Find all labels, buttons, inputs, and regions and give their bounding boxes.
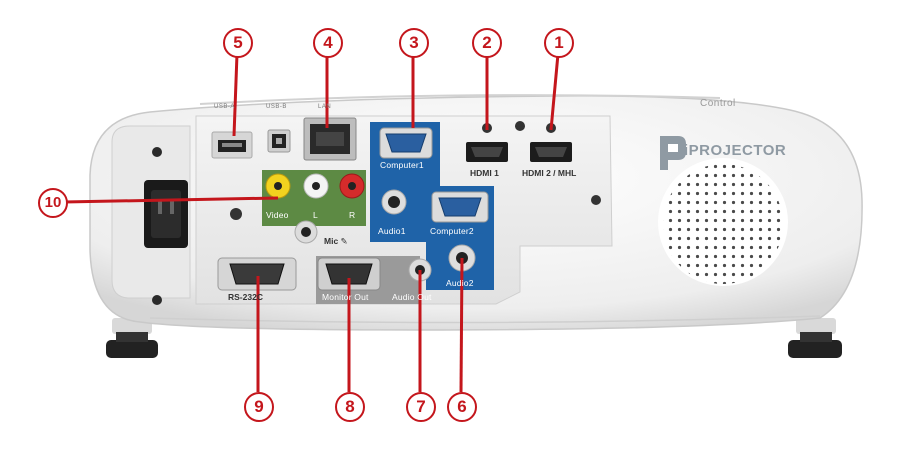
brand-logo-icon xyxy=(660,136,686,170)
callout-4: 4 xyxy=(313,28,343,58)
leader-lines xyxy=(63,53,560,393)
mic-label: Mic ✎ xyxy=(324,236,348,246)
screw xyxy=(591,195,601,205)
audio2-label: Audio2 xyxy=(446,278,474,288)
brand-name: iPROJECTOR xyxy=(684,142,787,159)
hdmi1-label: HDMI 1 xyxy=(470,168,499,178)
usb-a-port xyxy=(211,131,253,159)
computer2-vga-port xyxy=(431,191,489,223)
screw xyxy=(230,208,242,220)
audio-r-label: R xyxy=(349,210,356,220)
computer1-vga-port xyxy=(379,127,433,159)
leader-line-1 xyxy=(549,53,560,131)
screw xyxy=(152,147,162,157)
speaker-grille xyxy=(663,164,783,284)
control-label: Control xyxy=(700,98,736,109)
leader-line-10 xyxy=(63,196,279,204)
leader-line-6 xyxy=(459,257,464,393)
hdmi2-label: HDMI 2 / MHL xyxy=(522,168,577,178)
power-inlet xyxy=(144,180,188,248)
screw xyxy=(515,121,525,131)
audio1-jack xyxy=(381,189,407,215)
audio-r-rca-jack xyxy=(339,173,365,199)
mic-jack xyxy=(294,220,318,244)
screw xyxy=(152,295,162,305)
callout-7: 7 xyxy=(406,392,436,422)
callout-2: 2 xyxy=(472,28,502,58)
callout-3: 3 xyxy=(399,28,429,58)
usb-b-label: USB-B xyxy=(266,104,287,110)
audio-l-label: L xyxy=(313,210,318,220)
hdmi1-port xyxy=(466,123,508,162)
audio-out-label: Audio Out xyxy=(392,292,432,302)
audio-l-rca-jack xyxy=(303,173,329,199)
callout-6: 6 xyxy=(447,392,477,422)
callout-5: 5 xyxy=(223,28,253,58)
video-rca-jack xyxy=(265,173,291,199)
usb-a-label: USB-A xyxy=(214,104,235,110)
callout-8: 8 xyxy=(335,392,365,422)
monitor-out-vga-port xyxy=(317,257,381,291)
video-label: Video xyxy=(266,210,289,220)
foot-right xyxy=(788,318,842,358)
leader-line-5 xyxy=(232,53,239,137)
foot-left xyxy=(106,318,158,358)
computer1-label: Computer1 xyxy=(380,160,424,170)
callout-1: 1 xyxy=(544,28,574,58)
callout-10: 10 xyxy=(38,188,68,218)
monitor-out-label: Monitor Out xyxy=(322,292,369,302)
computer2-label: Computer2 xyxy=(430,226,474,236)
audio1-label: Audio1 xyxy=(378,226,406,236)
rs232c-port xyxy=(217,257,297,291)
lan-label: LAN xyxy=(318,104,332,110)
usb-b-port xyxy=(267,129,291,153)
rs232c-label: RS-232C xyxy=(228,292,263,302)
lan-port xyxy=(303,117,357,161)
callout-9: 9 xyxy=(244,392,274,422)
mic-icon: ✎ xyxy=(340,236,348,246)
